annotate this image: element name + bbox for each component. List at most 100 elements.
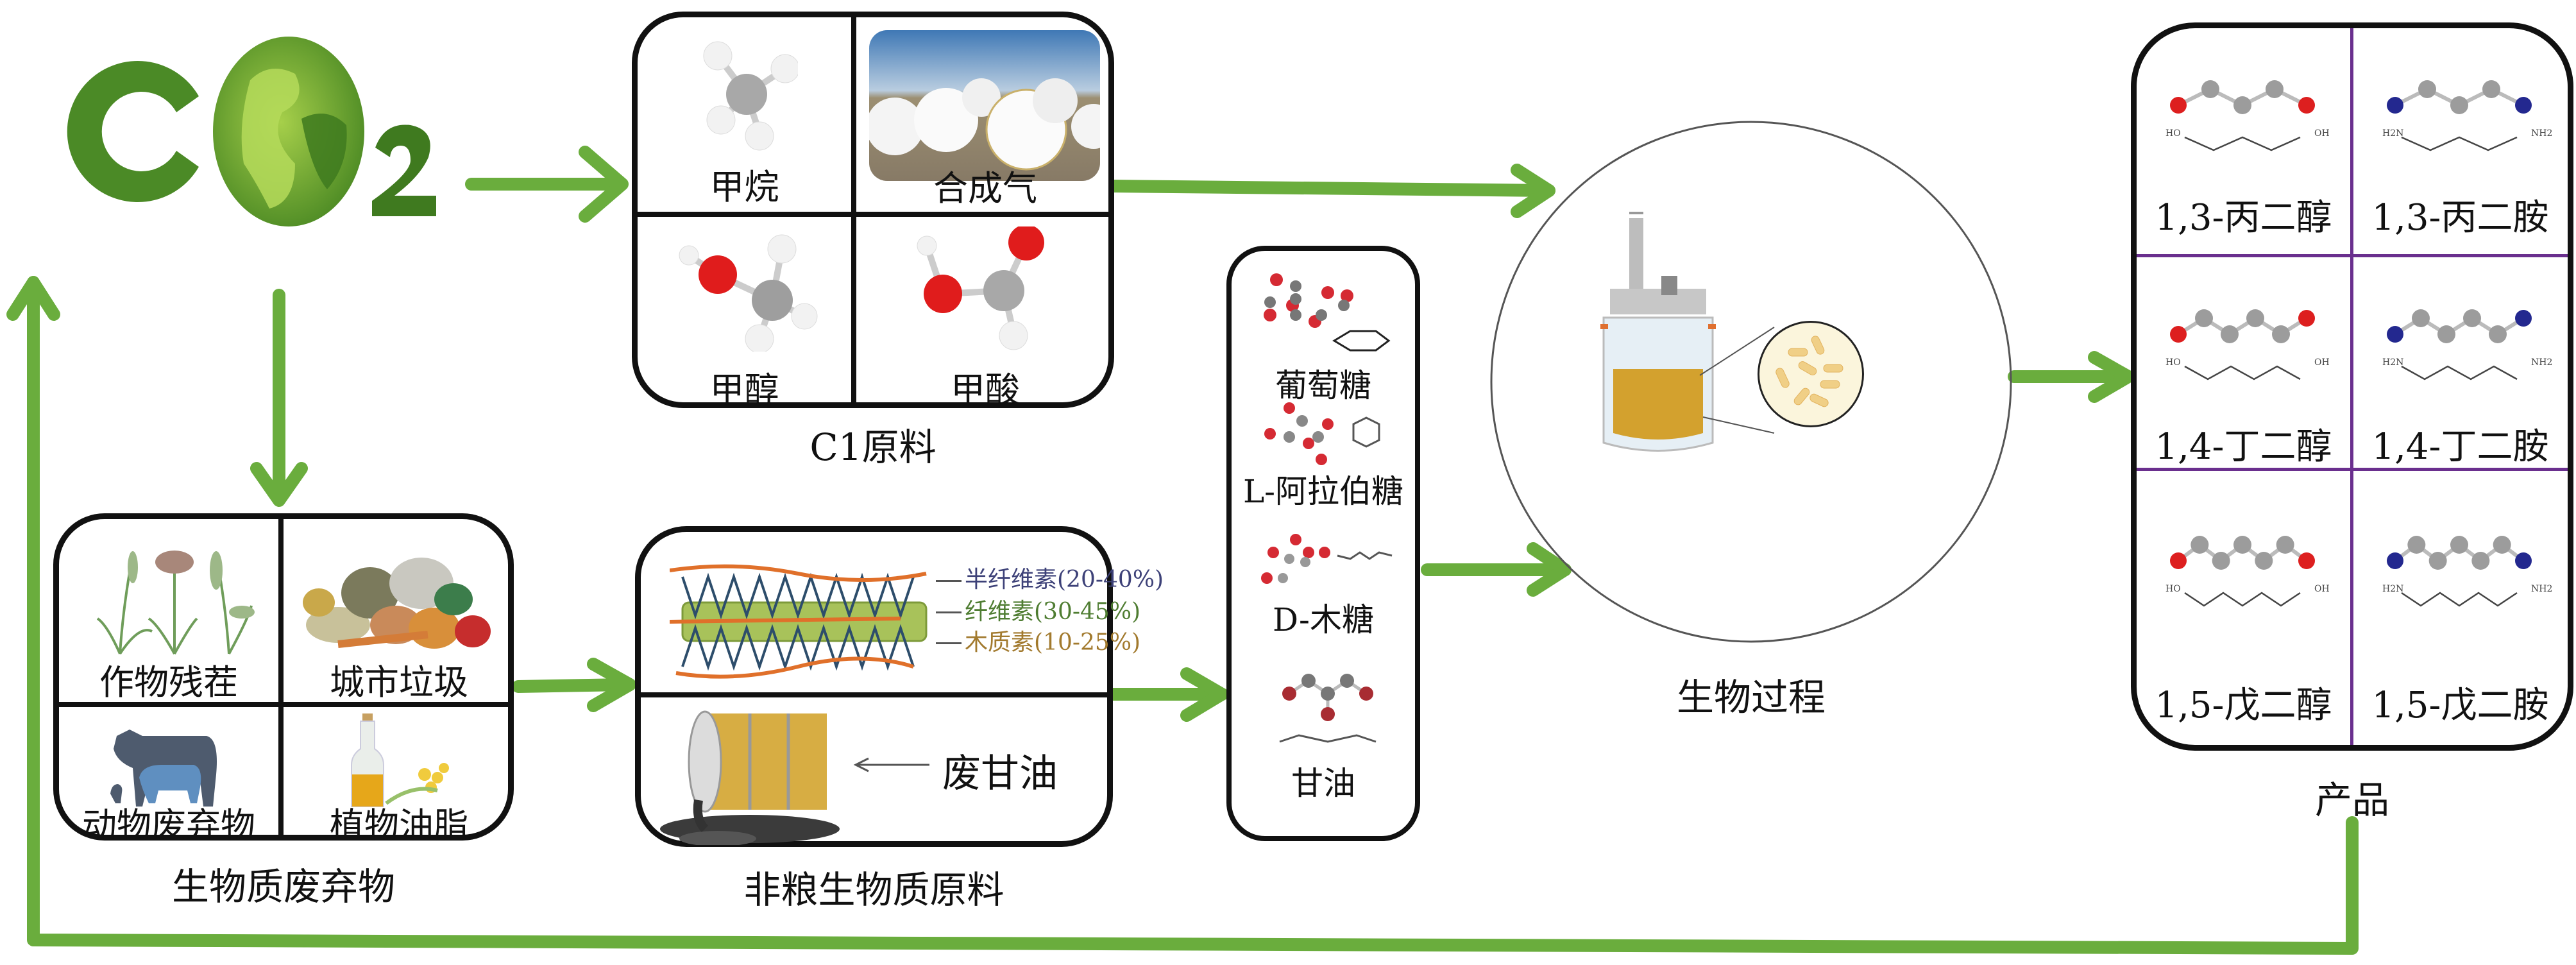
c1-item-formic-acid: 甲酸 <box>856 217 1114 410</box>
arabinose-molecule-icon <box>1264 402 1380 465</box>
bacteria-inset <box>1758 321 1864 427</box>
hemicellulose-label: 半纤维素(20-40%) <box>965 567 1164 593</box>
carbon-atom-mark <box>2233 536 2251 554</box>
divider-horizontal <box>59 702 508 707</box>
diamine-molecule-icon: H2N NH2 <box>2382 80 2552 151</box>
skeletal-end-group: H2N <box>2382 128 2403 139</box>
product-label: 1,5-戊二胺 <box>2371 685 2549 726</box>
skeletal-end-group: H2N <box>2382 584 2403 594</box>
biomass-label-crop-residue: 作物残茬 <box>99 662 238 703</box>
carbon-atom-mark <box>2255 552 2273 570</box>
lignin-label: 木质素(10-25%) <box>965 629 1141 656</box>
skeletal-formula <box>2401 365 2518 380</box>
pointer-arrow-icon <box>853 757 929 773</box>
heteroatom-mark <box>2515 552 2532 569</box>
sugar-item-glycerol: 甘油 <box>1232 662 1415 841</box>
c1-feedstock-caption: C1原料 <box>809 425 936 469</box>
carbon-atom-mark <box>2201 80 2219 98</box>
skeletal-end-group: OH <box>2314 357 2330 368</box>
syngas-plant-photo <box>869 30 1100 181</box>
skeletal-end-group: NH2 <box>2531 128 2552 139</box>
heteroatom-mark <box>2170 326 2187 343</box>
oil-bottle-icon <box>351 713 449 807</box>
cellulose-label: 纤维素(30-45%) <box>965 599 1141 625</box>
crop-plants-icon <box>96 551 255 655</box>
products-caption: 产品 <box>2314 778 2389 822</box>
co2-logo <box>26 35 462 228</box>
heteroatom-mark <box>2298 310 2315 327</box>
c1-item-syngas: 合成气 <box>856 17 1114 212</box>
sugar-label-glucose: 葡萄糖 <box>1275 367 1371 404</box>
carbon-atom-mark <box>2221 325 2239 343</box>
c1-label-methanol: 甲醇 <box>709 370 779 410</box>
non-grain-biomass-box: 半纤维素(20-40%) 纤维素(30-45%) 木质素(10-25%) 废甘油 <box>635 526 1164 847</box>
glucose-molecule-icon <box>1264 273 1391 352</box>
heteroatom-mark <box>2515 310 2532 327</box>
arrow-co2-to-biomass <box>250 289 308 507</box>
bioprocess-illustration <box>1591 205 1911 462</box>
biomass-label-animal-waste: 动物废弃物 <box>82 805 255 846</box>
sugar-item-arabinose: L-阿拉伯糖 <box>1232 398 1415 527</box>
biomass-item-municipal-waste: 城市垃圾 <box>284 519 514 703</box>
skeletal-formula <box>2184 365 2301 380</box>
methane-molecule-icon <box>703 41 798 151</box>
c1-label-formic-acid: 甲酸 <box>951 370 1020 410</box>
sugar-item-xylose: D-木糖 <box>1232 520 1415 649</box>
skeletal-formula <box>2184 136 2301 151</box>
divider-horizontal <box>641 692 1107 697</box>
sugars-box: 葡萄糖 L-阿拉伯糖 D-木糖 甘油 <box>1226 246 1420 841</box>
divider-vertical <box>2350 28 2353 745</box>
product-label: 1,5-戊二醇 <box>2155 685 2332 726</box>
carbon-atom-mark <box>2272 325 2290 343</box>
carbon-atom-mark <box>2407 536 2426 554</box>
arrow-sugars-to-bioprocess <box>1421 542 1572 597</box>
arrow-nongrain-to-sugars <box>1106 667 1228 722</box>
skeletal-end-group: NH2 <box>2531 357 2552 368</box>
product-label: 1,4-丁二醇 <box>2155 426 2332 468</box>
skeletal-end-group: OH <box>2314 584 2330 594</box>
skeletal-formula <box>2401 136 2518 151</box>
c1-item-methane: 甲烷 <box>638 17 851 212</box>
carbon-atom-mark <box>2190 536 2209 554</box>
bioreactor-icon <box>1600 212 1775 452</box>
leader-line <box>936 611 962 613</box>
carbon-atom-mark <box>2482 80 2500 98</box>
heteroatom-mark <box>2515 97 2532 114</box>
carbon-atom-mark <box>2246 309 2264 327</box>
carbon-atom-mark <box>2412 309 2430 327</box>
heteroatom-mark <box>2298 552 2315 569</box>
sugar-label-arabinose: L-阿拉伯糖 <box>1242 473 1404 510</box>
heteroatom-mark <box>2170 552 2187 569</box>
arrow-products-recycle-loop <box>6 276 2359 955</box>
bioprocess-circle <box>1490 121 2012 643</box>
c1-label-syngas: 合成气 <box>933 168 1037 209</box>
bioprocess-caption: 生物过程 <box>1676 676 1826 719</box>
heteroatom-mark <box>2387 326 2403 343</box>
c1-item-methanol: 甲醇 <box>638 217 851 410</box>
non-grain-biomass-caption: 非粮生物质原料 <box>743 868 1004 912</box>
divider-horizontal <box>2137 468 2568 471</box>
skeletal-formula <box>2184 592 2301 607</box>
biomass-item-vegetable-oil: 植物油脂 <box>284 707 514 846</box>
carbon-atom-mark <box>2212 552 2230 570</box>
bacteria-magnified-icon <box>1775 336 1843 407</box>
biomass-label-vegetable-oil: 植物油脂 <box>330 805 468 846</box>
livestock-icon <box>110 730 217 807</box>
carbon-atom-mark <box>2450 536 2468 554</box>
skeletal-end-group: HO <box>2165 128 2181 139</box>
arrow-biomass-to-nongrain <box>512 658 636 712</box>
lignocellulose-structure-icon <box>670 564 928 679</box>
sugar-label-xylose: D-木糖 <box>1273 601 1374 638</box>
carbon-atom-mark <box>2418 80 2436 98</box>
carbon-atom-mark <box>2276 536 2294 554</box>
skeletal-end-group: HO <box>2165 584 2181 594</box>
skeletal-end-group: H2N <box>2382 357 2403 368</box>
waste-glycerol-section: 废甘油 <box>641 697 1107 845</box>
waste-glycerol-label: 废甘油 <box>942 751 1058 796</box>
leader-line <box>936 580 962 582</box>
divider-horizontal <box>638 212 1108 217</box>
biomass-label-municipal-waste: 城市垃圾 <box>330 662 468 703</box>
